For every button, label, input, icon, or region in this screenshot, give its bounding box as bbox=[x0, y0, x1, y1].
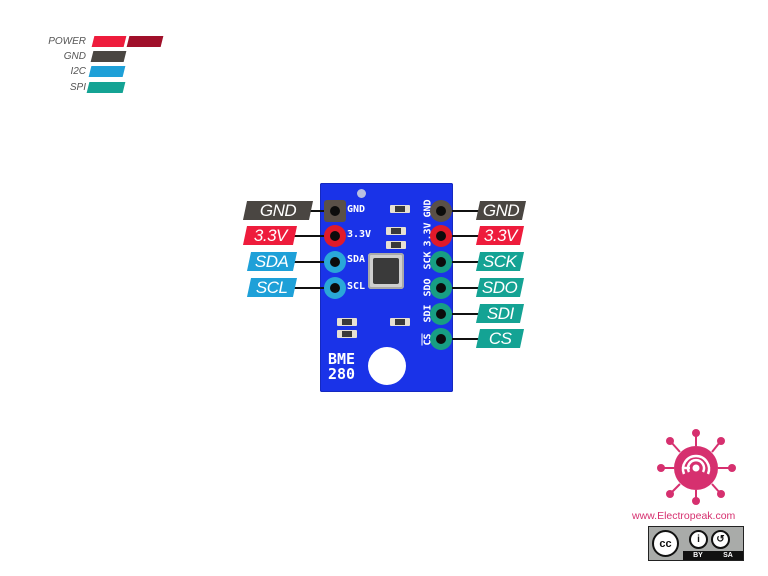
silk-sda: SDA bbox=[347, 254, 366, 265]
pin-label-text: 3.3V bbox=[483, 225, 517, 245]
pad-sdo bbox=[430, 277, 452, 299]
pin-label-sck: SCK bbox=[475, 251, 525, 271]
pin-label-cs: CS bbox=[475, 328, 525, 348]
board-name-line1: BME bbox=[328, 350, 356, 368]
silk-3v3-left: 3.3V bbox=[347, 229, 372, 240]
pad-3v3-left bbox=[324, 225, 346, 247]
wire-3v3-right bbox=[445, 235, 481, 237]
mounting-hole bbox=[368, 347, 406, 385]
electropeak-logo-icon bbox=[657, 429, 736, 505]
wire-gnd-right bbox=[445, 210, 481, 212]
pad-sdi bbox=[430, 303, 452, 325]
share-alike-icon: ↺ bbox=[711, 530, 730, 549]
attribution-icon: i bbox=[689, 530, 708, 549]
smd-resistor bbox=[390, 205, 410, 213]
wire-scl bbox=[294, 287, 328, 289]
bme280-sensor-chip bbox=[368, 253, 404, 289]
legend-swatch-power-dark bbox=[126, 36, 164, 47]
smd-resistor bbox=[386, 241, 406, 249]
pin-label-sdo: SDO bbox=[475, 277, 525, 297]
smd-capacitor bbox=[390, 318, 410, 326]
smd-resistor bbox=[386, 227, 406, 235]
cc-icon: cc bbox=[652, 530, 679, 557]
wire-sdi bbox=[445, 313, 481, 315]
sa-label: SA bbox=[723, 552, 733, 559]
pin-label-text: SCL bbox=[256, 277, 288, 297]
legend-label-power: POWER bbox=[48, 36, 86, 47]
by-label: BY bbox=[693, 552, 703, 559]
pin-label-scl: SCL bbox=[246, 277, 298, 297]
pad-3v3-right bbox=[430, 225, 452, 247]
cc-text: cc bbox=[659, 537, 672, 550]
pad-gnd-right bbox=[430, 200, 452, 222]
pad-scl bbox=[324, 277, 346, 299]
pin-label-text: SDO bbox=[482, 277, 518, 297]
smd-resistor bbox=[337, 330, 357, 338]
board-name-line2: 280 bbox=[328, 365, 356, 383]
legend-swatch-spi bbox=[86, 82, 126, 93]
smd-resistor bbox=[337, 318, 357, 326]
pin-label-sdi: SDI bbox=[475, 303, 525, 323]
pad-cs bbox=[430, 328, 452, 350]
pin-label-3v3-right: 3.3V bbox=[475, 225, 525, 245]
silk-gnd-left: GND bbox=[347, 204, 366, 215]
pin-label-3v3-left: 3.3V bbox=[242, 225, 298, 245]
mount-dot bbox=[357, 189, 366, 198]
legend-swatch-gnd bbox=[90, 51, 127, 62]
pin-label-text: SDI bbox=[486, 303, 514, 323]
pin-label-sda: SDA bbox=[246, 251, 298, 271]
wire-sck bbox=[445, 261, 481, 263]
pin-label-text: GND bbox=[259, 200, 297, 220]
cc-license-terms: BY SA bbox=[683, 551, 743, 560]
pad-sck bbox=[430, 251, 452, 273]
legend-label-spi: SPI bbox=[69, 82, 86, 93]
pin-label-gnd-left: GND bbox=[242, 200, 314, 220]
legend-swatch-i2c bbox=[88, 66, 126, 77]
pin-label-text: SCK bbox=[483, 251, 517, 271]
pin-label-text: CS bbox=[488, 328, 512, 348]
cc-license-badge[interactable]: cc i ↺ BY SA bbox=[648, 526, 744, 561]
pin-label-gnd-right: GND bbox=[475, 200, 527, 220]
pad-sda bbox=[324, 251, 346, 273]
legend-label-i2c: I2C bbox=[70, 66, 86, 77]
pad-gnd-left bbox=[324, 200, 346, 222]
wire-sda bbox=[294, 261, 328, 263]
wire-sdo bbox=[445, 287, 481, 289]
legend-swatch-power bbox=[91, 36, 127, 47]
wire-3v3-left bbox=[294, 235, 328, 237]
silk-scl: SCL bbox=[347, 281, 366, 292]
legend-label-gnd: GND bbox=[63, 51, 86, 62]
pin-label-text: SDA bbox=[255, 251, 289, 271]
pin-label-text: 3.3V bbox=[253, 225, 287, 245]
wire-cs bbox=[445, 338, 481, 340]
website-link[interactable]: www.Electropeak.com bbox=[632, 510, 736, 522]
pin-label-text: GND bbox=[482, 200, 520, 220]
wire-gnd-left bbox=[294, 210, 328, 212]
